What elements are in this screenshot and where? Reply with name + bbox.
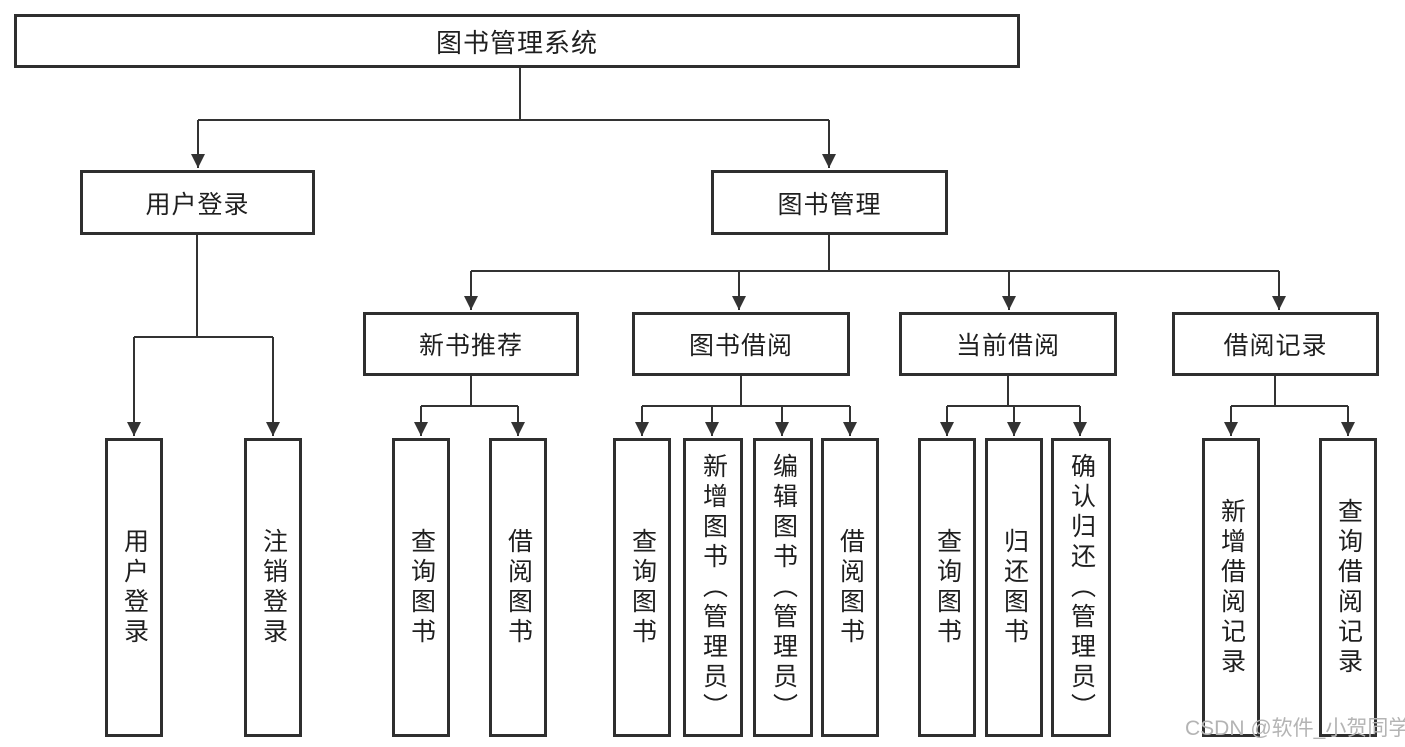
- node-root-system-label: 图书管理系统: [435, 27, 598, 58]
- node-user-login-branch: 用户登录: [80, 170, 315, 235]
- leaf-bb-query-book: 查询图书: [613, 438, 671, 737]
- node-user-login-branch-label: 用户登录: [145, 190, 250, 219]
- leaf-cb-return-book: 归还图书: [985, 438, 1043, 737]
- leaf-nbr-query-book-label: 查询图书: [407, 527, 436, 648]
- leaf-br-add-record: 新增借阅记录: [1202, 438, 1260, 737]
- node-current-borrow-label: 当前借阅: [955, 332, 1060, 360]
- node-borrow-record: 借阅记录: [1172, 312, 1379, 376]
- leaf-nbr-query-book: 查询图书: [392, 438, 450, 737]
- leaf-logout: 注销登录: [244, 438, 302, 737]
- leaf-nbr-borrow-book-label: 借阅图书: [504, 527, 533, 648]
- node-root-system: 图书管理系统: [14, 14, 1020, 68]
- leaf-user-login-label: 用户登录: [120, 527, 149, 648]
- node-current-borrow: 当前借阅: [899, 312, 1117, 376]
- leaf-bb-edit-book-admin: 编辑图书（管理员）: [753, 438, 813, 737]
- leaf-cb-confirm-return-admin: 确认归还（管理员）: [1051, 438, 1111, 737]
- leaf-bb-add-book-admin: 新增图书（管理员）: [683, 438, 743, 737]
- leaf-nbr-borrow-book: 借阅图书: [489, 438, 547, 737]
- node-book-management-branch-label: 图书管理: [777, 190, 882, 219]
- leaf-cb-confirm-return-admin-label: 确认归还（管理员）: [1067, 452, 1096, 723]
- leaf-bb-borrow-book-label: 借阅图书: [836, 527, 865, 648]
- leaf-user-login: 用户登录: [105, 438, 163, 737]
- node-book-borrow-label: 图书借阅: [688, 332, 793, 360]
- leaf-cb-return-book-label: 归还图书: [1000, 527, 1029, 648]
- node-book-management-branch: 图书管理: [711, 170, 948, 235]
- leaf-bb-query-book-label: 查询图书: [628, 527, 657, 648]
- leaf-br-query-record-label: 查询借阅记录: [1334, 497, 1363, 678]
- leaf-br-query-record: 查询借阅记录: [1319, 438, 1377, 737]
- csdn-watermark: CSDN @软件_小贺同学: [1185, 717, 1405, 740]
- node-borrow-record-label: 借阅记录: [1223, 332, 1328, 360]
- leaf-cb-query-book-label: 查询图书: [933, 527, 962, 648]
- leaf-br-add-record-label: 新增借阅记录: [1217, 497, 1246, 678]
- leaf-bb-add-book-admin-label: 新增图书（管理员）: [699, 452, 728, 723]
- node-new-book-recommend-label: 新书推荐: [418, 332, 523, 360]
- leaf-cb-query-book: 查询图书: [918, 438, 976, 737]
- leaf-bb-edit-book-admin-label: 编辑图书（管理员）: [769, 452, 798, 723]
- node-new-book-recommend: 新书推荐: [363, 312, 579, 376]
- node-book-borrow: 图书借阅: [632, 312, 850, 376]
- leaf-bb-borrow-book: 借阅图书: [821, 438, 879, 737]
- leaf-logout-label: 注销登录: [259, 527, 288, 648]
